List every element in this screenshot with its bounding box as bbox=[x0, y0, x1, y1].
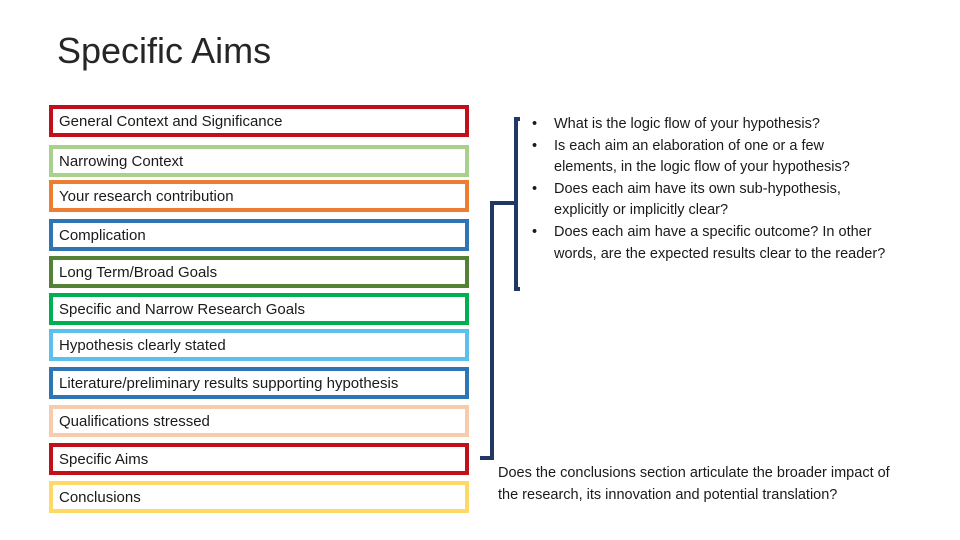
question-item: • Is each aim an elaboration of one or a… bbox=[530, 136, 890, 179]
box-label: General Context and Significance bbox=[59, 112, 283, 130]
box-research-contribution: Your research contribution bbox=[49, 180, 469, 212]
question-text: What is the logic flow of your hypothesi… bbox=[554, 116, 820, 132]
conclusion-note: Does the conclusions section articulate … bbox=[498, 465, 890, 503]
bullet: • bbox=[532, 116, 538, 132]
box-label: Hypothesis clearly stated bbox=[59, 336, 226, 354]
question-text: Does each aim have its own sub-hypothesi… bbox=[554, 180, 841, 219]
box-specific-narrow-goals: Specific and Narrow Research Goals bbox=[49, 293, 469, 325]
box-label: Narrowing Context bbox=[59, 152, 184, 170]
box-specific-aims: Specific Aims bbox=[49, 443, 469, 475]
box-label: Long Term/Broad Goals bbox=[59, 263, 218, 281]
box-long-term-goals: Long Term/Broad Goals bbox=[49, 256, 469, 288]
question-text: Does each aim have a specific outcome? I… bbox=[554, 223, 886, 262]
box-label: Your research contribution bbox=[59, 187, 234, 205]
box-label: Specific and Narrow Research Goals bbox=[59, 300, 305, 318]
box-qualifications: Qualifications stressed bbox=[49, 405, 469, 437]
review-questions: • What is the logic flow of your hypothe… bbox=[530, 114, 890, 265]
box-label: Literature/preliminary results supportin… bbox=[59, 374, 399, 392]
box-label: Qualifications stressed bbox=[59, 412, 210, 430]
bracket-connector bbox=[480, 117, 520, 460]
bullet: • bbox=[532, 137, 538, 154]
box-label: Conclusions bbox=[59, 488, 141, 506]
question-item: • Does each aim have a specific outcome?… bbox=[530, 222, 890, 265]
box-conclusions: Conclusions bbox=[49, 481, 469, 513]
box-literature: Literature/preliminary results supportin… bbox=[49, 367, 469, 399]
question-item: • What is the logic flow of your hypothe… bbox=[530, 114, 890, 136]
box-label: Complication bbox=[59, 226, 146, 244]
box-hypothesis: Hypothesis clearly stated bbox=[49, 329, 469, 361]
question-item: • Does each aim have its own sub-hypothe… bbox=[530, 179, 890, 222]
box-complication: Complication bbox=[49, 219, 469, 251]
slide-title: Specific Aims bbox=[57, 30, 272, 71]
box-general-context: General Context and Significance bbox=[49, 105, 469, 137]
bullet: • bbox=[532, 223, 538, 240]
box-label: Specific Aims bbox=[59, 450, 149, 468]
box-narrowing-context: Narrowing Context bbox=[49, 145, 469, 177]
bullet: • bbox=[532, 180, 538, 197]
question-text: Is each aim an elaboration of one or a f… bbox=[554, 137, 850, 176]
